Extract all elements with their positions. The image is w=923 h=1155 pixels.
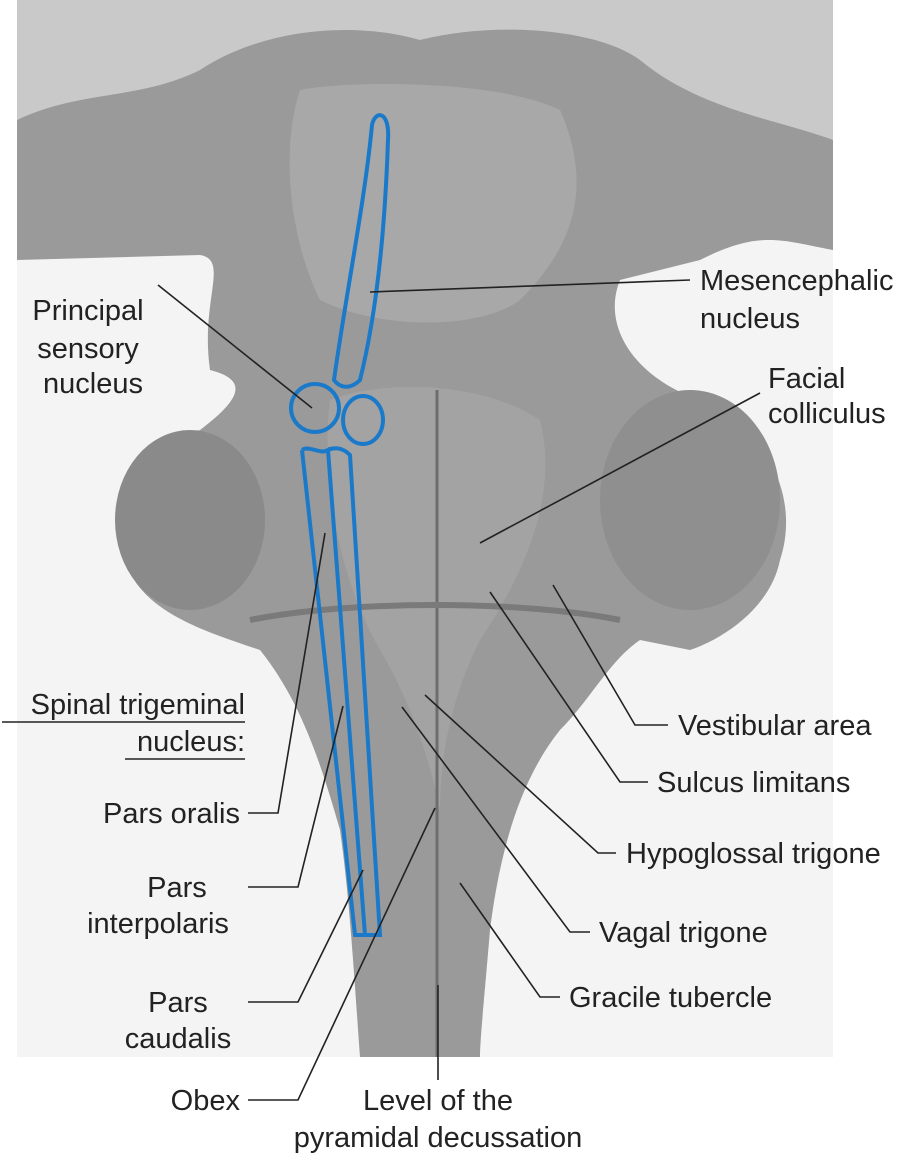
label-principal-sensory-3: nucleus xyxy=(43,368,143,400)
leader-mesencephalic xyxy=(369,279,691,293)
leader-vestibular-area xyxy=(552,584,668,726)
label-vestibular-area: Vestibular area xyxy=(678,710,872,742)
label-facial-colliculus-1: Facial xyxy=(768,363,845,395)
leader-pars-caudalis xyxy=(248,869,364,1003)
label-spinal-trigeminal-2: nucleus: xyxy=(137,726,245,758)
leader-gracile-tubercle xyxy=(459,882,560,998)
label-mesencephalic-2: nucleus xyxy=(700,303,800,335)
leader-obex xyxy=(248,807,436,1101)
label-spinal-trigeminal-1: Spinal trigeminal xyxy=(31,689,245,721)
label-sulcus-limitans: Sulcus limitans xyxy=(657,767,850,799)
label-pyramidal-decussation-2: pyramidal decussation xyxy=(294,1122,583,1154)
label-pars-caudalis-2: caudalis xyxy=(125,1023,231,1055)
leader-pars-oralis xyxy=(248,532,326,814)
label-pars-interpolaris-1: Pars xyxy=(147,872,207,904)
brainstem-photo xyxy=(17,0,833,1057)
label-pyramidal-decussation-1: Level of the xyxy=(363,1085,513,1117)
label-obex: Obex xyxy=(171,1085,241,1117)
leader-vagal-trigone xyxy=(401,706,590,933)
leader-hypoglossal-trigone xyxy=(424,694,616,854)
label-principal-sensory-1: Principal xyxy=(32,295,143,327)
leader-sulcus-limitans xyxy=(489,591,648,783)
leader-pars-interpolaris xyxy=(248,705,344,888)
label-facial-colliculus-2: colliculus xyxy=(768,398,886,430)
label-mesencephalic-1: Mesencephalic xyxy=(700,265,893,297)
label-gracile-tubercle: Gracile tubercle xyxy=(569,982,772,1014)
label-vagal-trigone: Vagal trigone xyxy=(599,917,768,949)
trigeminal-nucleus-outline xyxy=(289,113,391,937)
label-principal-sensory-2: sensory xyxy=(37,333,139,365)
label-pars-oralis: Pars oralis xyxy=(103,798,240,830)
leader-facial-colliculus xyxy=(479,392,761,544)
label-hypoglossal-trigone: Hypoglossal trigone xyxy=(626,838,881,870)
label-pars-interpolaris-2: interpolaris xyxy=(87,908,229,940)
labels: Principal sensory nucleus Mesencephalic … xyxy=(31,265,894,1154)
leader-lines xyxy=(2,279,761,1101)
label-pars-caudalis-1: Pars xyxy=(148,987,208,1019)
leader-principal-sensory xyxy=(157,284,313,409)
